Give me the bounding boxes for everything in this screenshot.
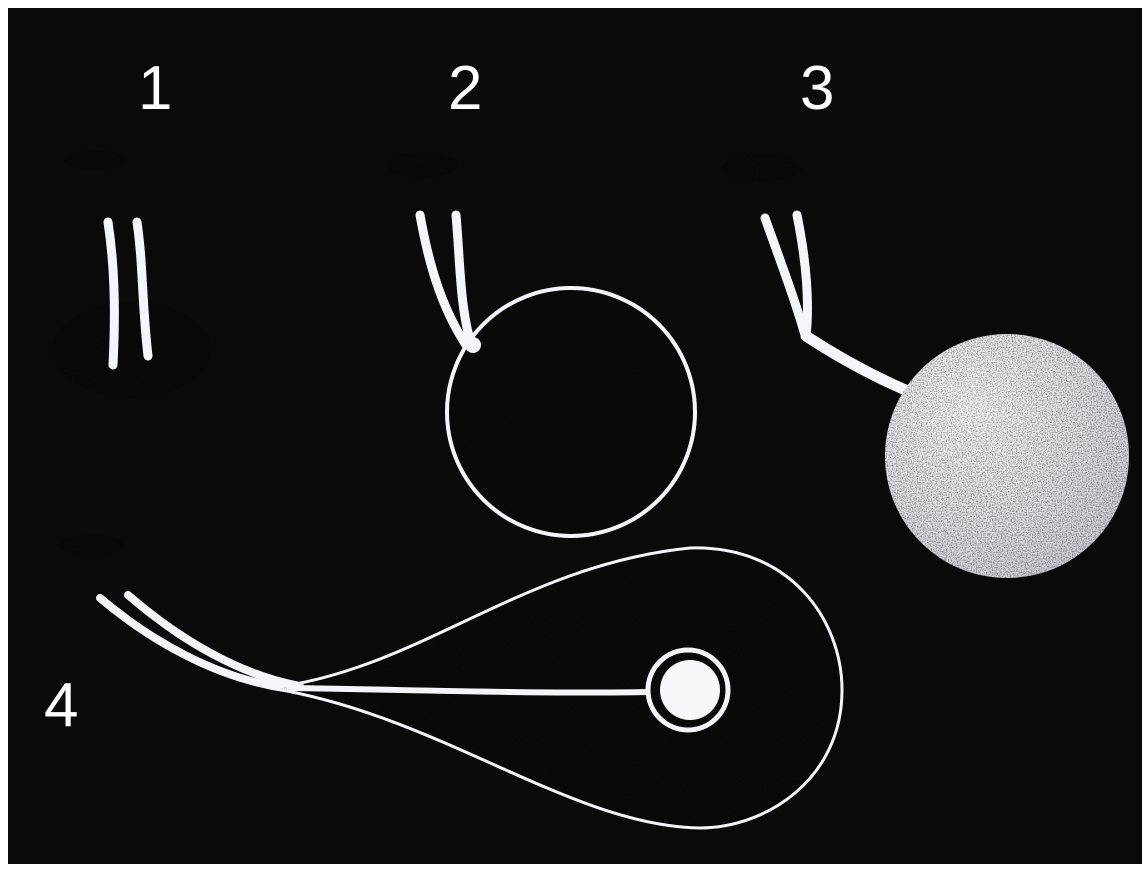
panel-3-top-cap [722,154,802,182]
panel-2-top-cap [386,152,458,178]
panel-1-top-cap [63,150,127,170]
panel-1-speckle-cloud [52,302,212,398]
panel-label-4: 4 [44,675,78,737]
panel-label-2: 2 [448,58,482,120]
panel-label-1: 1 [138,58,172,120]
panel-4-top-cap [60,534,124,556]
panel-label-3: 3 [800,58,834,120]
panel-2-junction [465,337,481,353]
panel-4-core [660,660,720,720]
panel-3-sphere-texture [885,334,1129,578]
